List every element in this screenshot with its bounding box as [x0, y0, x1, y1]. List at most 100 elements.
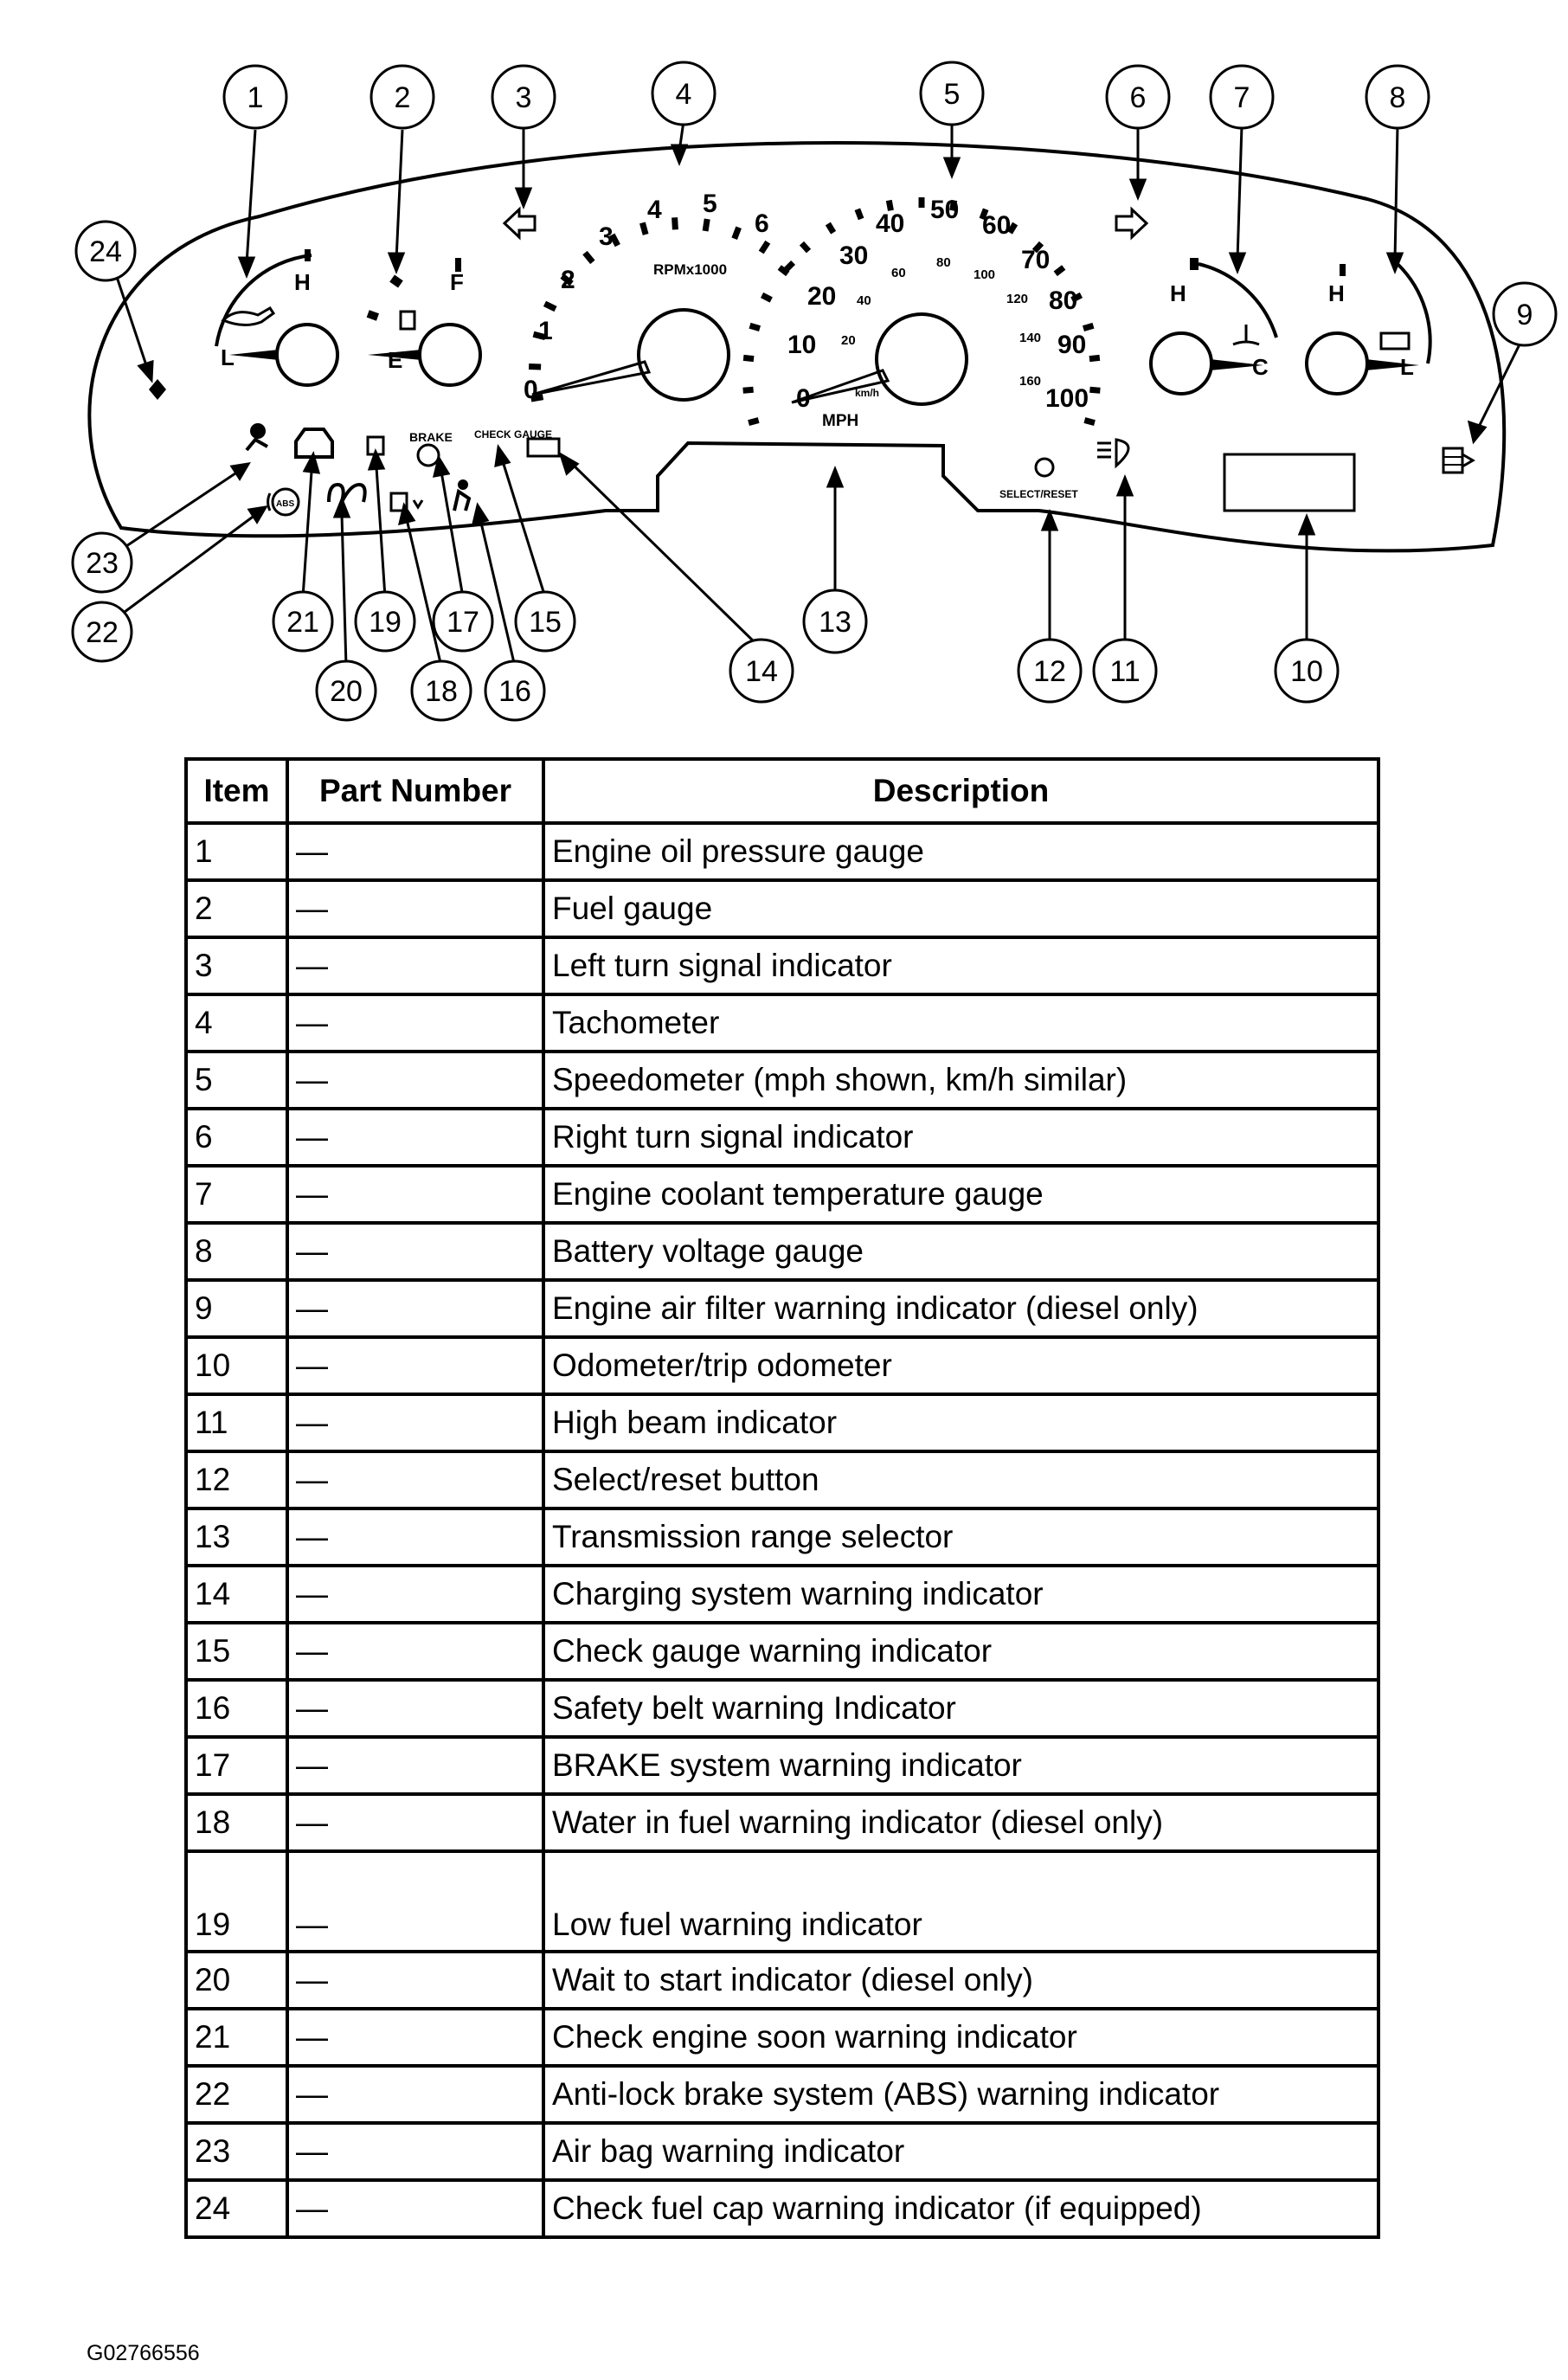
fuel-gauge-full-label: F: [450, 269, 464, 295]
cell-item: 8: [184, 1221, 289, 1282]
cell-item: 9: [184, 1278, 289, 1339]
fuel-pump-icon: [399, 310, 416, 331]
cell-description: Low fuel warning indicator: [542, 1849, 1380, 1953]
tach-number: 0: [524, 376, 538, 404]
dial-tick: [1070, 292, 1083, 303]
tachometer-unit-label: RPMx1000: [653, 261, 727, 278]
kmh-number: 60: [891, 266, 906, 280]
cell-item: 13: [184, 1507, 289, 1567]
cell-item: 23: [184, 2121, 289, 2182]
table-row: 16—Safety belt warning Indicator: [184, 1678, 1380, 1739]
callout-number: 16: [498, 675, 531, 708]
figure-id: G02766556: [87, 2341, 200, 2365]
callout-number: 17: [447, 606, 479, 639]
callout-number: 10: [1290, 655, 1323, 688]
cell-part-number: —: [286, 2007, 545, 2068]
check-engine-icon: [294, 428, 334, 459]
table-header-row: Item Part Number Description: [184, 757, 1380, 825]
table-row: 7—Engine coolant temperature gauge: [184, 1164, 1380, 1225]
cell-description: Check gauge warning indicator: [542, 1621, 1380, 1682]
callout-number: 19: [369, 606, 402, 639]
cell-part-number: —: [286, 1678, 545, 1739]
oil-gauge-low-label: L: [221, 344, 235, 370]
table-row: 12—Select/reset button: [184, 1450, 1380, 1510]
callout: 16: [484, 659, 546, 722]
speedometer: 0 10 20 30 40 50 60 70 80 90 100 20 40 6…: [742, 196, 1101, 430]
cell-part-number: —: [286, 2178, 545, 2239]
table-row: 6—Right turn signal indicator: [184, 1107, 1380, 1167]
cell-part-number: —: [286, 2121, 545, 2182]
cell-part-number: —: [286, 1278, 545, 1339]
cell-item: 2: [184, 878, 289, 939]
callout-number: 1: [247, 81, 264, 114]
cell-part-number: —: [286, 1335, 545, 1396]
select-reset-button[interactable]: [1034, 457, 1055, 478]
cell-part-number: —: [286, 1849, 545, 1953]
table-row: 15—Check gauge warning indicator: [184, 1621, 1380, 1682]
odometer-display: [1223, 453, 1356, 512]
table-row: 23—Air bag warning indicator: [184, 2121, 1380, 2182]
cell-description: Safety belt warning Indicator: [542, 1678, 1380, 1739]
dial-tick: [530, 394, 544, 402]
cell-item: 22: [184, 2064, 289, 2125]
dial-tick: [639, 222, 649, 235]
dial-tick: [749, 322, 762, 331]
dial-tick: [1082, 322, 1095, 331]
tach-number: 1: [538, 317, 553, 345]
left-turn-arrow-icon: [502, 206, 537, 241]
cell-part-number: —: [286, 1735, 545, 1796]
kmh-number: 120: [1006, 292, 1028, 306]
callout: 19: [354, 590, 416, 653]
cell-description: Select/reset button: [542, 1450, 1380, 1510]
cell-item: 24: [184, 2178, 289, 2239]
kmh-number: 20: [841, 333, 856, 348]
cell-part-number: —: [286, 1950, 545, 2010]
callout: 7: [1209, 64, 1275, 130]
battery-voltage-gauge: H L: [1305, 262, 1432, 396]
table-row: 3—Left turn signal indicator: [184, 936, 1380, 996]
dial-tick: [777, 265, 790, 277]
callout-number: 15: [529, 606, 562, 639]
cell-item: 16: [184, 1678, 289, 1739]
battery-gauge-high-label: H: [1328, 280, 1345, 306]
cell-part-number: —: [286, 1621, 545, 1682]
tach-number: 2: [561, 266, 575, 294]
mph-number: 10: [787, 331, 816, 359]
callout: 17: [432, 590, 494, 653]
table-row: 8—Battery voltage gauge: [184, 1221, 1380, 1282]
cell-description: Check engine soon warning indicator: [542, 2007, 1380, 2068]
kmh-number: 160: [1019, 374, 1041, 389]
callout: 24: [74, 220, 137, 282]
callout: 11: [1092, 638, 1158, 704]
cell-description: Engine coolant temperature gauge: [542, 1164, 1380, 1225]
dial-tick: [543, 300, 557, 312]
dial-tick: [560, 273, 574, 286]
callout: 3: [491, 64, 556, 130]
cell-description: Right turn signal indicator: [542, 1107, 1380, 1167]
battery-gauge-low-label: L: [1400, 354, 1414, 380]
wait-to-start-icon: [327, 482, 367, 503]
callout-number: 6: [1130, 81, 1147, 114]
cell-description: Water in fuel warning indicator (diesel …: [542, 1792, 1380, 1853]
dial-tick: [1006, 222, 1019, 235]
callout-number: 5: [944, 78, 961, 111]
kmh-number: 100: [974, 267, 995, 282]
cell-description: Engine oil pressure gauge: [542, 821, 1380, 882]
dial-tick: [528, 363, 542, 370]
callout: 15: [514, 590, 576, 653]
kmh-number: 80: [936, 255, 951, 270]
column-header-item: Item: [184, 757, 289, 825]
callout: 23: [71, 531, 133, 594]
speedometer-kmh-label: km/h: [855, 387, 879, 399]
cell-description: Charging system warning indicator: [542, 1564, 1380, 1624]
dial-tick: [1083, 417, 1096, 426]
table-row: 18—Water in fuel warning indicator (dies…: [184, 1792, 1380, 1853]
callout: 4: [651, 61, 717, 126]
tachometer: 0 1 2 3 4 5 6 RPMx1000: [524, 190, 796, 404]
callout: 22: [71, 601, 133, 663]
cell-part-number: —: [286, 2064, 545, 2125]
water-in-fuel-icon: [389, 492, 424, 512]
coolant-gauge-cold-label: C: [1252, 354, 1269, 380]
callout-number: 11: [1109, 655, 1140, 688]
select-reset-label: SELECT/RESET: [999, 488, 1078, 500]
